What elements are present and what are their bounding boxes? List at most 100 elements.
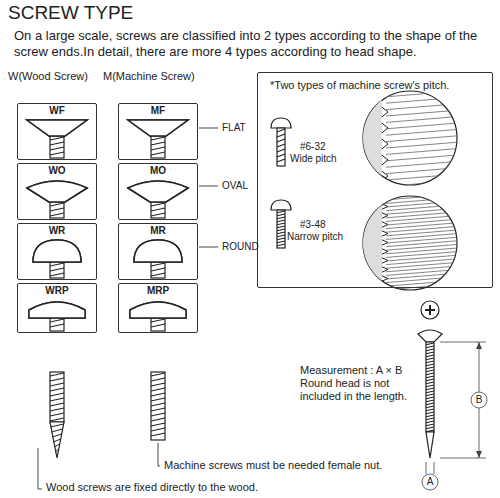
pitch-panel: *Two types of machine screw's pitch. [257, 72, 493, 288]
drawing-stroke [426, 427, 434, 429]
leader-line [38, 448, 42, 489]
drawing-stroke [426, 361, 434, 363]
drawing-stroke [386, 255, 460, 261]
screw-shank [151, 372, 165, 440]
intro-text: On a large scale, screws are classified … [14, 28, 492, 59]
drawing-stroke [386, 219, 460, 225]
drawing-stroke [386, 155, 460, 161]
screw-shank [151, 136, 165, 158]
note-text: Machine screws must be needed female nut… [164, 459, 382, 472]
screw-head [128, 181, 188, 202]
dimension-arrow [476, 342, 482, 458]
screw-type-box: WO [17, 163, 97, 220]
drawing-stroke [386, 208, 460, 214]
screw-type-box: WR [17, 223, 97, 280]
drawing-stroke [50, 388, 64, 391]
drawing-stroke [50, 383, 64, 386]
drawing-stroke [386, 190, 460, 196]
drawing-stroke [151, 378, 165, 381]
drawing-stroke [426, 349, 434, 351]
drawing-stroke [386, 187, 460, 193]
drawing-stroke [426, 364, 434, 366]
screw-type-box: MF [118, 103, 198, 160]
drawing-stroke [53, 439, 60, 442]
drawing-stroke [386, 168, 460, 174]
screw-shank [50, 262, 64, 278]
drawing-stroke [426, 385, 434, 387]
dimension-line [434, 462, 435, 474]
drawing-stroke [426, 367, 434, 369]
drawing-stroke [426, 376, 434, 378]
leader-line [199, 128, 218, 129]
head-shape-label: OVAL [222, 180, 248, 192]
drawing-stroke [426, 358, 434, 360]
drawing-stroke [386, 287, 460, 293]
drawing-stroke [426, 424, 434, 426]
drawing-stroke [50, 403, 64, 406]
screw-shank [151, 262, 165, 278]
drawing-stroke [386, 259, 460, 265]
drawing-stroke [386, 142, 460, 148]
drawing-stroke [151, 147, 165, 150]
drawing-stroke [50, 147, 64, 150]
drawing-stroke [386, 291, 460, 297]
drawing-stroke [50, 319, 64, 322]
drawing-stroke [386, 148, 460, 154]
drawing-stroke [151, 393, 165, 396]
screw-head [33, 240, 81, 262]
drawing-stroke [386, 241, 460, 247]
drawing-stroke [51, 429, 62, 432]
drawing-stroke [386, 123, 460, 129]
drawing-stroke [277, 238, 285, 240]
drawing-stroke [386, 110, 460, 116]
drawing-stroke [386, 183, 460, 189]
screw-shank [277, 128, 285, 166]
drawing-stroke [151, 152, 165, 155]
pitch-name: Wide pitch [290, 153, 337, 165]
drawing-stroke [426, 382, 434, 384]
drawing-stroke [386, 194, 460, 200]
drawing-stroke [277, 144, 285, 147]
type-code: MR [119, 224, 197, 236]
screw-head [33, 240, 81, 262]
drawing-stroke [386, 104, 460, 110]
drawing-stroke [426, 400, 434, 402]
screw-head [134, 240, 182, 262]
head-shape-label: FLAT [222, 122, 246, 134]
drawing-stroke [386, 266, 460, 272]
drawing-stroke [426, 397, 434, 399]
drawing-stroke [386, 97, 460, 103]
drawing-stroke [277, 139, 285, 142]
drawing-stroke [50, 152, 64, 155]
drawing-stroke [386, 161, 460, 167]
drawing-stroke [426, 343, 434, 345]
column-heading: W(Wood Screw) [8, 70, 88, 83]
screw-head [271, 200, 291, 210]
drawing-stroke [386, 269, 460, 275]
drawing-stroke [55, 449, 59, 452]
screw-type-box: MR [118, 223, 198, 280]
page-title: SCREW TYPE [8, 2, 133, 25]
drawing-stroke [386, 129, 460, 135]
drawing-stroke [151, 418, 165, 421]
drawing-stroke [277, 220, 285, 222]
drawing-stroke [277, 235, 285, 237]
screw-head [29, 302, 85, 318]
wood-screw-tip [50, 422, 64, 458]
phillips-head [421, 301, 439, 319]
type-code: MF [119, 104, 197, 116]
thread-root [360, 88, 382, 188]
drawing-stroke [386, 136, 460, 142]
drawing-stroke [50, 373, 64, 376]
drawing-stroke [426, 355, 434, 357]
drawing-stroke [386, 223, 460, 229]
drawing-stroke [426, 415, 434, 417]
drawing-stroke [151, 413, 165, 416]
dimension-circle [422, 474, 438, 490]
drawing-stroke [277, 214, 285, 216]
drawing-stroke [386, 273, 460, 279]
screw-head [134, 240, 182, 262]
screw-head [418, 330, 442, 342]
screw-head [29, 302, 85, 318]
drawing-stroke [50, 398, 64, 401]
